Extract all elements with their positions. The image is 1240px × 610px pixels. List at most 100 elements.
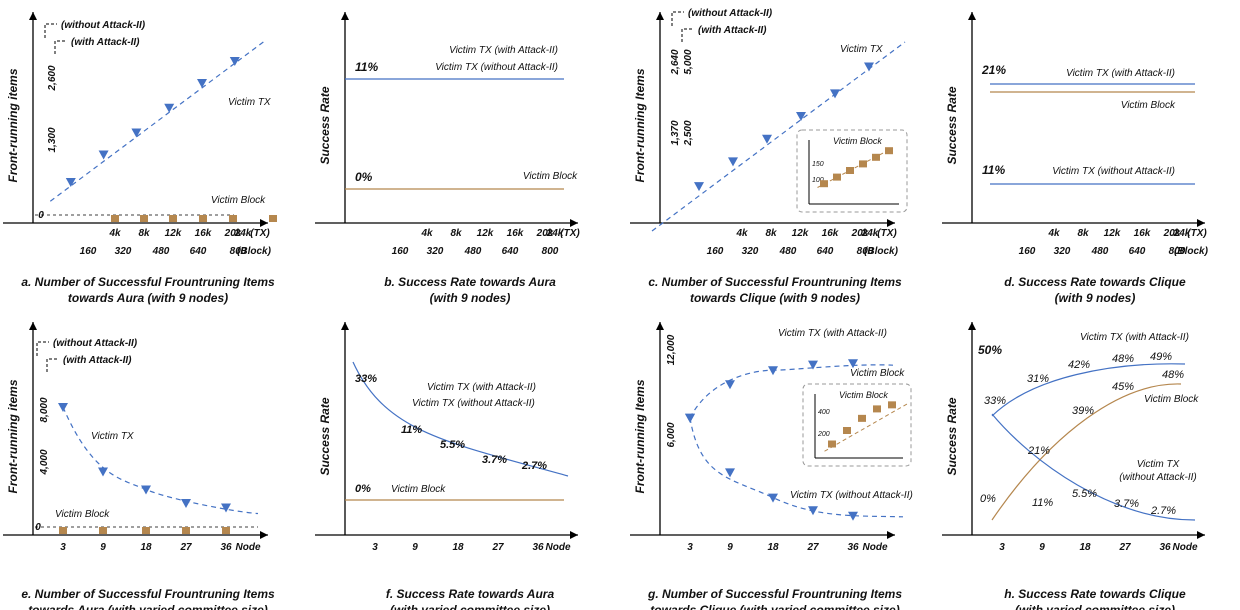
chart-c-victim-tx-point-2 (762, 134, 772, 144)
chart-b-x-tick-block-4: 800 (542, 246, 559, 257)
chart-e-y-label: Front-running items (6, 379, 20, 493)
chart-f-x-tick-2: 18 (452, 542, 464, 553)
chart-f-x-tick-3: 27 (491, 542, 504, 553)
chart-g-x-tick-2: 18 (767, 542, 779, 553)
chart-d-x-tick-tx-1: 8k (1077, 228, 1089, 239)
chart-g-series-1-point-3 (808, 506, 818, 516)
chart-c-legend-bracket-1 (681, 28, 694, 42)
chart-e-y-tick-2: 8,000 (39, 397, 50, 422)
chart-a-x-tick-tx-2: 12k (165, 228, 182, 239)
chart-h-with-point-label-2: 42% (1068, 359, 1090, 371)
chart-c-victim-tx-point-0 (694, 182, 704, 192)
chart-a-y-label: Front-running items (6, 68, 20, 182)
chart-h-with-point-label-1: 31% (1027, 373, 1049, 385)
chart-f-zero-label: 0% (355, 483, 371, 495)
chart-e-victim-tx-point-4 (221, 503, 231, 513)
chart-d-x-axis-arrow (1197, 219, 1205, 227)
chart-e-victim-tx-point-2 (141, 485, 151, 495)
chart-g-y-tick-1: 12,000 (666, 334, 677, 365)
chart-e-x-unit: Node (236, 542, 261, 553)
chart-b-level-11-label: 11% (355, 60, 378, 74)
chart-h-x-tick-4: 36 (1159, 542, 1171, 553)
chart-f-x-tick-4: 36 (532, 542, 544, 553)
chart-a-x-axis-arrow (260, 219, 268, 227)
chart-a-legend-0: (without Attack-II) (61, 20, 146, 31)
chart-e-victim-tx-point-0 (58, 403, 68, 412)
chart-d-series-without-label: Victim TX (without Attack-II) (1052, 166, 1175, 177)
chart-h-caption-line-0: h. Success Rate towards Clique (1004, 587, 1186, 601)
chart-h-victim-block-label: Victim Block (1144, 394, 1199, 405)
chart-e-victim-block-point-2 (142, 527, 150, 534)
chart-h-x-tick-3: 27 (1118, 542, 1131, 553)
chart-g-series-1-point-0 (685, 413, 695, 423)
chart-d-x-unit-block: (Block) (1174, 246, 1209, 257)
chart-h-without-point-label-1: 5.5% (1072, 488, 1097, 500)
chart-c-x-tick-tx-4: 20k (851, 228, 869, 239)
chart-d-x-tick-tx-5: 24k (1173, 228, 1191, 239)
chart-c-y-axis-arrow (656, 12, 664, 20)
chart-h-y-label: Success Rate (945, 397, 959, 475)
chart-a-victim-tx-point-5 (229, 57, 240, 66)
chart-e-x-tick-0: 3 (60, 542, 66, 553)
chart-g-inset-point-2 (858, 414, 866, 422)
chart-h-caption-line-1: (with varied committee size) (1015, 603, 1175, 610)
chart-a-victim-tx-point-2 (131, 128, 142, 138)
chart-h-block-point-label-4: 48% (1162, 369, 1184, 381)
chart-a-victim-block-point-2 (169, 215, 177, 222)
chart-g-inset-point-0 (828, 440, 836, 448)
chart-e-x-tick-3: 27 (179, 542, 192, 553)
chart-h-x-tick-0: 3 (999, 542, 1005, 553)
chart-b-x-tick-tx-0: 4k (420, 228, 433, 239)
chart-c-y-label: Front-running Items (633, 68, 647, 182)
chart-d-x-tick-block-3: 640 (1129, 246, 1146, 257)
chart-a-x-unit-block: (Block) (237, 246, 272, 257)
chart-c-x-tick-tx-0: 4k (735, 228, 748, 239)
chart-c-victim-tx-point-3 (796, 112, 806, 121)
chart-c-inset-y-tick-1: 150 (812, 161, 824, 168)
chart-b-x-tick-block-0: 160 (392, 246, 409, 257)
chart-a-x-tick-block-3: 640 (190, 246, 207, 257)
chart-d-x-tick-tx-3: 16k (1134, 228, 1151, 239)
chart-c-x-axis-arrow (887, 219, 895, 227)
chart-d-x-tick-tx-2: 12k (1104, 228, 1121, 239)
chart-c-x-unit-block: (Block) (864, 246, 899, 257)
chart-c-inset-point-5 (885, 147, 893, 155)
chart-f-point-label-4: 2.7% (521, 460, 547, 472)
chart-a-victim-block-point-5 (269, 215, 277, 222)
chart-g-series-without-label: Victim TX (without Attack-II) (790, 490, 913, 501)
chart-a-victim-tx-point-0 (65, 178, 76, 187)
chart-e-x-tick-4: 36 (220, 542, 232, 553)
chart-f-x-axis-arrow (570, 531, 578, 539)
chart-h-series-without-label-0: Victim TX (1137, 459, 1180, 470)
chart-b-y-label: Success Rate (318, 86, 332, 164)
chart-e-victim-block-point-1 (99, 527, 107, 534)
chart-a-victim-tx-point-3 (164, 103, 175, 113)
chart-a-x-unit-tx: (TX) (250, 228, 270, 239)
chart-e-caption-line-1: towards Aura (with varied committee size… (28, 603, 268, 610)
chart-c-victim-tx-point-5 (864, 62, 874, 72)
chart-g-caption-line-0: g. Number of Successful Frountruning Ite… (647, 587, 902, 601)
chart-e-x-tick-2: 18 (140, 542, 152, 553)
chart-b-x-tick-tx-1: 8k (450, 228, 462, 239)
chart-g-series-with-label: Victim TX (with Attack-II) (778, 328, 887, 339)
chart-b-y-axis-arrow (341, 12, 349, 20)
chart-a-victim-block-point-4 (229, 215, 237, 222)
chart-a-legend-1: (with Attack-II) (71, 37, 140, 48)
chart-a-x-tick-block-1: 320 (115, 246, 132, 257)
chart-g-victim-block-label: Victim Block (850, 368, 905, 379)
chart-c-y-tick-3: 5,000 (683, 49, 694, 74)
chart-g-inset-y-tick-0: 200 (817, 431, 830, 438)
chart-d-x-tick-tx-4: 20k (1163, 228, 1181, 239)
chart-e-legend-0: (without Attack-II) (53, 338, 138, 349)
chart-c-inset-point-0 (820, 180, 828, 188)
chart-d-x-unit-tx: (TX) (1187, 228, 1207, 239)
chart-b-x-tick-tx-4: 20k (536, 228, 554, 239)
chart-f-x-unit: Node (546, 542, 571, 553)
chart-h-block-point-label-2: 39% (1072, 405, 1094, 417)
chart-a-victim-tx-label: Victim TX (228, 97, 271, 108)
chart-a-caption-line-1: towards Aura (with 9 nodes) (68, 291, 228, 305)
chart-a-victim-tx-point-4 (197, 79, 207, 88)
chart-d-victim-block-label: Victim Block (1121, 100, 1176, 111)
chart-e-y-tick-1: 4,000 (39, 449, 50, 475)
chart-g-x-tick-3: 27 (806, 542, 819, 553)
